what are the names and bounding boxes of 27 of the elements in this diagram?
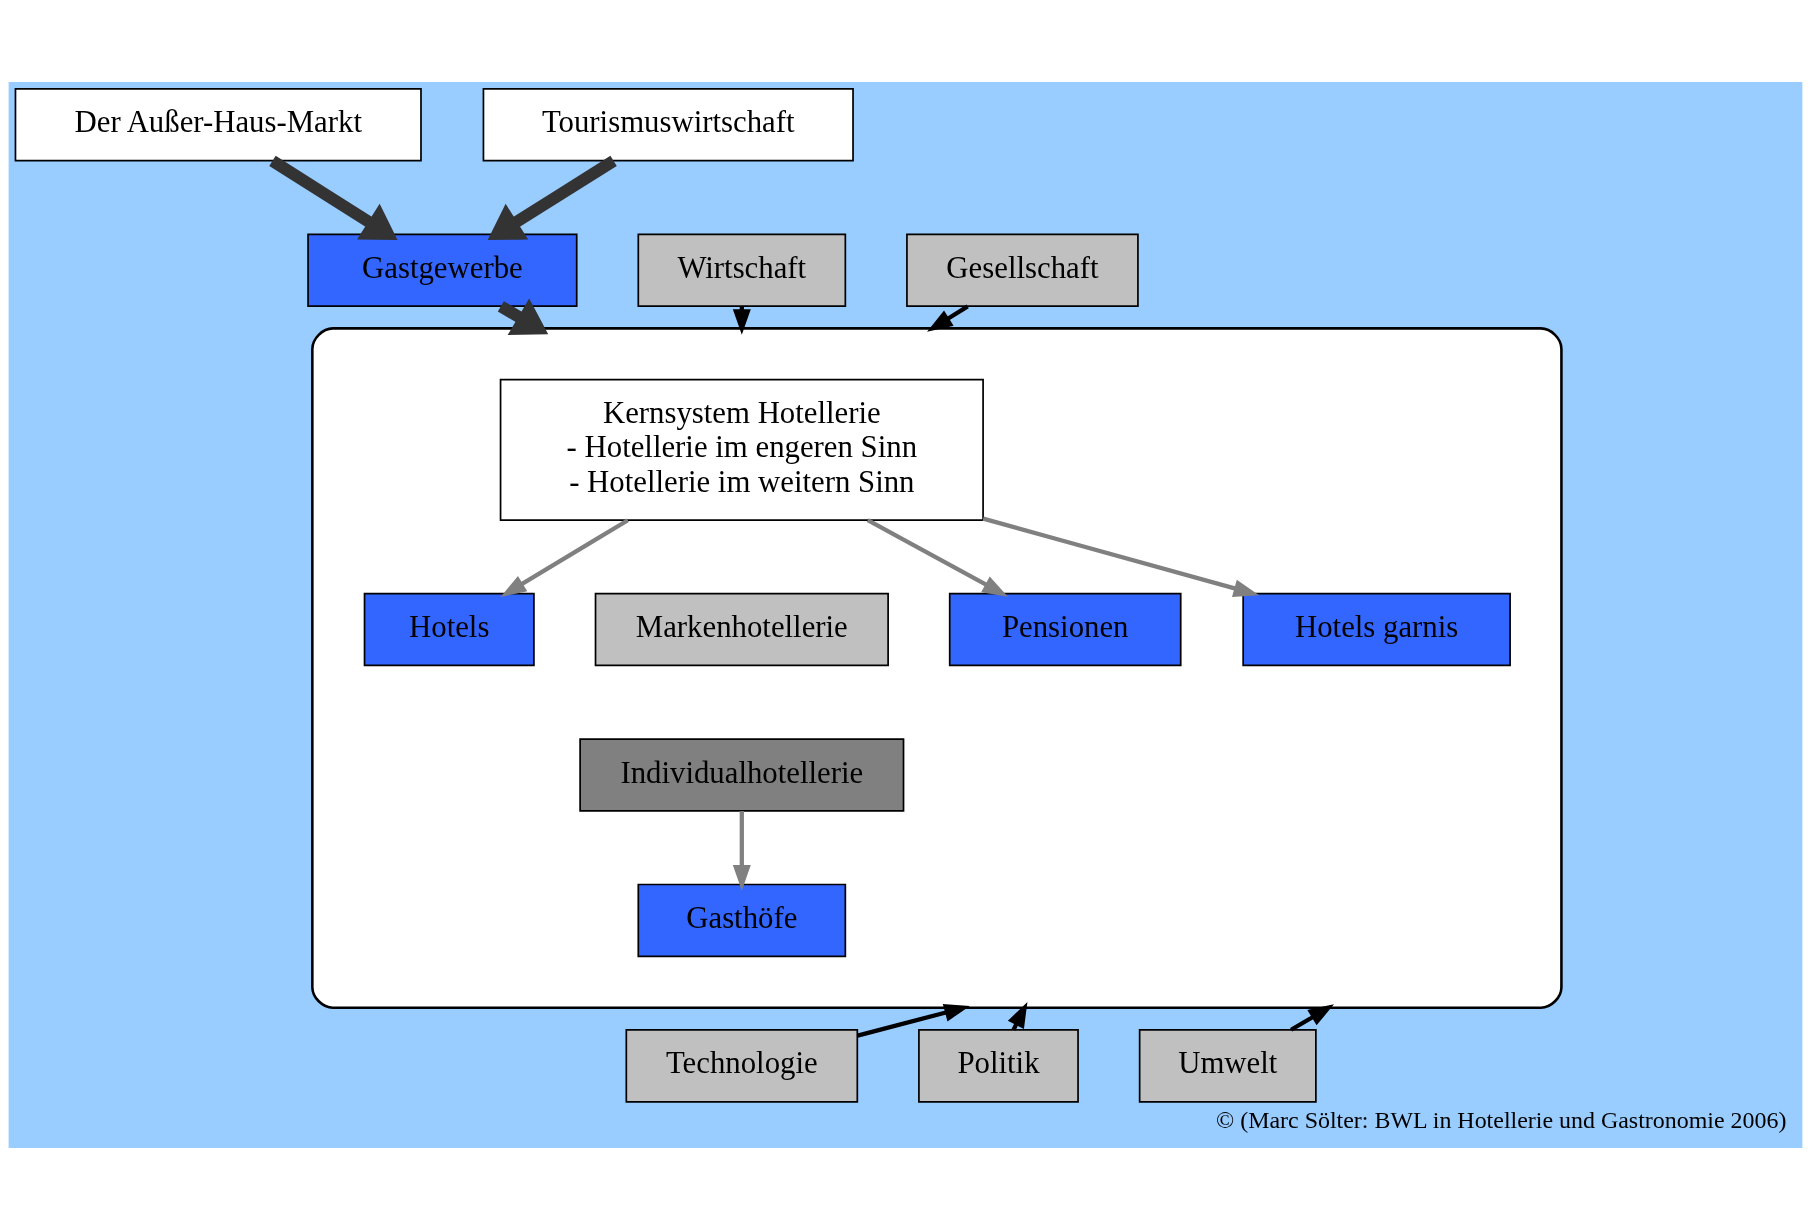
- node-box: Hotels: [363, 592, 535, 666]
- node-box: Der Außer-Haus-Markt: [14, 87, 422, 162]
- arrow: [269, 155, 398, 240]
- caption: © (Marc Sölter: BWL in Hotellerie und Gastronomie 2006): [1216, 1106, 1787, 1133]
- arrow: [1290, 1003, 1334, 1032]
- node-box: Markenhotellerie: [594, 592, 889, 666]
- arrow: [982, 516, 1260, 597]
- node-box: Gasthöfe: [637, 883, 847, 957]
- node-box: Individualhotellerie: [579, 737, 905, 812]
- node-box: Gesellschaft: [906, 232, 1139, 307]
- arrow: [487, 155, 617, 240]
- node-box: Umwelt: [1138, 1028, 1317, 1103]
- arrow: [927, 304, 969, 332]
- node-box: Gastgewerbe: [307, 232, 578, 307]
- node-box: Politik: [918, 1028, 1079, 1103]
- node-box: Technologie: [625, 1028, 859, 1103]
- arrow: [732, 810, 751, 891]
- node-box: Kernsystem Hotellerie - Hotellerie im engeren Sinn - Hotellerie im weitern Sinn: [499, 378, 984, 521]
- node-box: Tourismuswirtschaft: [482, 87, 854, 162]
- arrow: [866, 517, 1008, 597]
- cluster: [311, 326, 1563, 1009]
- node-box: Wirtschaft: [637, 232, 847, 307]
- arrow: [500, 517, 629, 597]
- arrow: [857, 1003, 970, 1038]
- node-box: Pensionen: [948, 592, 1182, 666]
- node-box: Hotels garnis: [1242, 592, 1511, 666]
- arrow: [497, 297, 549, 335]
